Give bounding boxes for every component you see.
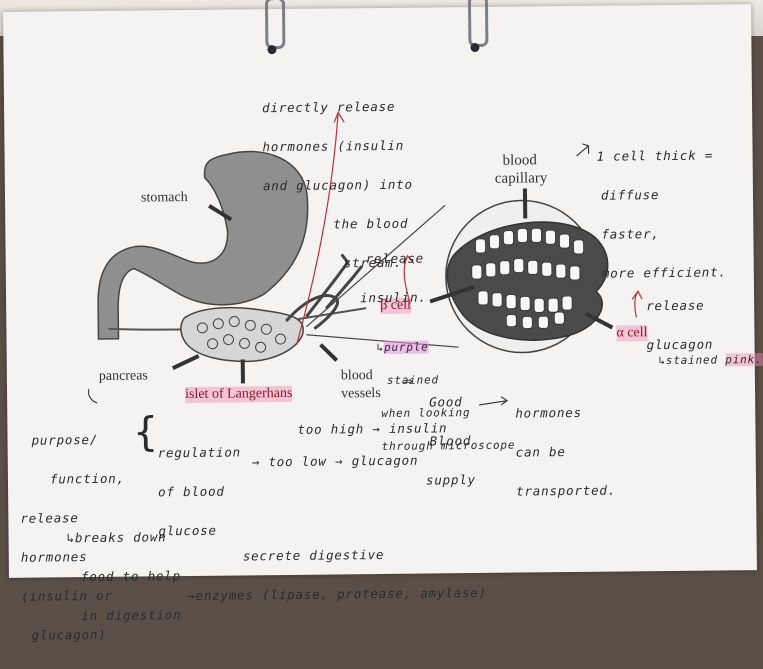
note-release-insulin: release insulin. — [359, 226, 427, 331]
note-alpha-stained: ↳stained pink. — [629, 340, 763, 380]
blood-capillary-label-line2: capillary — [495, 170, 548, 188]
islet-label: islet of Langerhans — [185, 386, 292, 403]
arrow-good-blood: ⇒ — [403, 374, 414, 387]
note-too-high: too high → insulin — [297, 421, 447, 436]
note-good-blood: Good Blood supply — [425, 369, 476, 513]
brace: { — [133, 412, 158, 452]
notebook-page: stomach blood capillary β cell α cell pa… — [3, 4, 757, 578]
note-breaks-down: ↳breaks down food to help in digestion — [66, 504, 181, 648]
alpha-cell-label: α cell — [616, 325, 647, 341]
stomach-label: stomach — [141, 190, 188, 206]
note-secrete-enzymes: secrete digestive →enzymes (lipase, prot… — [242, 521, 487, 628]
pancreas-illustration — [181, 307, 304, 362]
note-hormones-transported: hormones can be transported. — [515, 380, 616, 524]
pancreas-label: pancreas — [99, 368, 148, 385]
blood-capillary-label-line1: blood — [503, 152, 537, 169]
note-too-low: → too low → glucagon — [252, 454, 419, 469]
blood-vessels-label-line1: blood — [341, 368, 373, 384]
blood-vessels-label-line2: vessels — [341, 386, 381, 402]
